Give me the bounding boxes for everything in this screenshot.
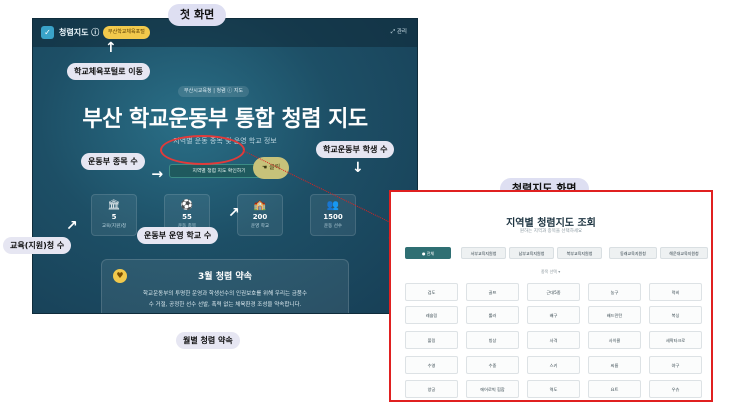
arrow-up-icon: ↑ [105,40,117,56]
sport-cell[interactable]: 우슈 [649,380,702,398]
stat-students: 👥 1500 운동 선수 [310,194,356,236]
stat-value: 5 [111,213,117,221]
sport-cell[interactable]: 역도 [527,380,580,398]
heart-icon: ♥ [113,269,127,283]
sport-cell[interactable]: 스키 [527,356,580,374]
arrow-diag-up-right-icon: ↗ [228,205,240,221]
sport-cell[interactable]: 씨름 [588,356,641,374]
sport-cell[interactable]: 양궁 [405,380,458,398]
sport-cell[interactable]: 골프 [466,283,519,301]
top-bar: ✓ 청렴지도 ⓘ 부산학교체육포털 ⤢ 관리 [33,19,417,47]
sport-cell[interactable]: 검도 [405,283,458,301]
sport-selector[interactable]: 종목 선택 ▾ [541,269,561,274]
tab-haeundae[interactable]: 해운대교육지원청 [660,247,708,259]
brand-title: 청렴지도 ⓘ [59,28,100,37]
admin-link[interactable]: ⤢ 관리 [390,29,407,35]
hand-icon: ☚ [261,164,268,171]
arrow-down-icon: ↓ [352,160,364,176]
sport-cell[interactable]: 근대5종 [527,283,580,301]
pledge-text-line1: 학교운동부의 투명한 운영과 학생선수의 인권보호를 위해 우리는 금품수 [142,291,308,297]
click-label: 클릭 [269,164,281,171]
sport-cell[interactable]: 요트 [588,380,641,398]
highlight-ellipse [160,135,245,165]
page-title: 부산 학교운동부 통합 청렴 지도 [82,107,368,132]
callout-office-count: 교육(지원)청 수 [3,237,72,254]
sport-cell[interactable]: 야구 [649,356,702,374]
tab-north[interactable]: 북부교육지원청 [557,247,602,259]
sport-cell[interactable]: 볼링 [405,331,458,349]
pledge-card [101,259,349,313]
sport-cell[interactable]: 수중 [466,356,519,374]
admin-label: 관리 [396,29,407,35]
callout-portal-move: 학교체육포털로 이동 [67,63,151,80]
school-icon: 🏫 [253,200,267,211]
sport-cell[interactable]: 농구 [588,283,641,301]
stat-label: 교육(지원)청 [101,224,127,229]
stat-offices: 🏛 5 교육(지원)청 [91,194,137,236]
stat-label: 운영 학교 [251,224,269,229]
soccer-ball-icon: ⚽ [180,200,194,211]
tab-all[interactable]: ● 전체 [405,247,451,259]
stat-value: 200 [252,213,268,221]
check-map-button[interactable]: 지역별 청렴 지도 확인하기 [169,164,269,178]
sport-cell[interactable]: 복싱 [649,306,702,324]
callout-school-count: 운동부 운영 학교 수 [137,227,219,244]
sport-cell[interactable]: 에어로빅 힙합 [466,380,519,398]
callout-sport-count: 운동부 종목 수 [81,153,145,170]
click-button[interactable]: ☚ 클릭 [253,157,289,179]
sport-cell[interactable]: 사격 [527,331,580,349]
map-subtitle: 원하는 지역과 종목을 선택하세요 [519,229,583,234]
sport-cell[interactable]: 사이클 [588,331,641,349]
sport-cell[interactable]: 럭비 [649,283,702,301]
stat-value: 55 [182,213,192,221]
main-screen-panel: ✓ 청렴지도 ⓘ 부산학교체육포털 ⤢ 관리 부산시교육청 | 청렴 ⓘ 지도 … [32,18,418,314]
callout-first-screen: 첫 화면 [168,4,227,26]
shield-icon: ✓ [41,26,54,39]
pledge-title: 3월 청렴 약속 [198,272,252,282]
tab-south[interactable]: 남부교육지원청 [509,247,554,259]
stat-label: 운동 선수 [324,224,342,229]
building-icon: 🏛 [107,200,121,211]
stat-label: 운동 종목 [165,223,209,229]
portal-button[interactable]: 부산학교체육포털 [103,26,150,39]
tab-west[interactable]: 서부교육지원청 [461,247,506,259]
sport-cell[interactable]: 레슬링 [405,306,458,324]
arrow-diag-up-icon: ↗ [66,218,78,234]
sport-cell[interactable]: 배구 [527,306,580,324]
sport-cell[interactable]: 수영 [405,356,458,374]
breadcrumb: 부산시교육청 | 청렴 ⓘ 지도 [178,86,250,97]
tab-dongnae[interactable]: 동래교육지원청 [609,247,657,259]
map-screen-panel: 지역별 청렴지도 조회 원하는 지역과 종목을 선택하세요 ● 전체 서부교육지… [389,190,713,402]
callout-monthly-pledge: 월별 청렴 약속 [176,332,240,349]
sport-cell[interactable]: 세팍타크로 [649,331,702,349]
sport-cell[interactable]: 롤러 [466,306,519,324]
sport-cell[interactable]: 배드민턴 [588,306,641,324]
map-title: 지역별 청렴지도 조회 [506,218,596,229]
sport-cell[interactable]: 빙상 [466,331,519,349]
callout-student-count: 학교운동부 학생 수 [316,141,395,158]
pledge-text-line2: 수 거절, 공정한 선수 선발, 폭력 없는 체육환경 조성을 약속합니다. [148,302,302,308]
stat-value: 1500 [323,213,343,221]
stat-schools: 🏫 200 운영 학교 [237,194,283,236]
people-icon: 👥 [326,200,340,211]
